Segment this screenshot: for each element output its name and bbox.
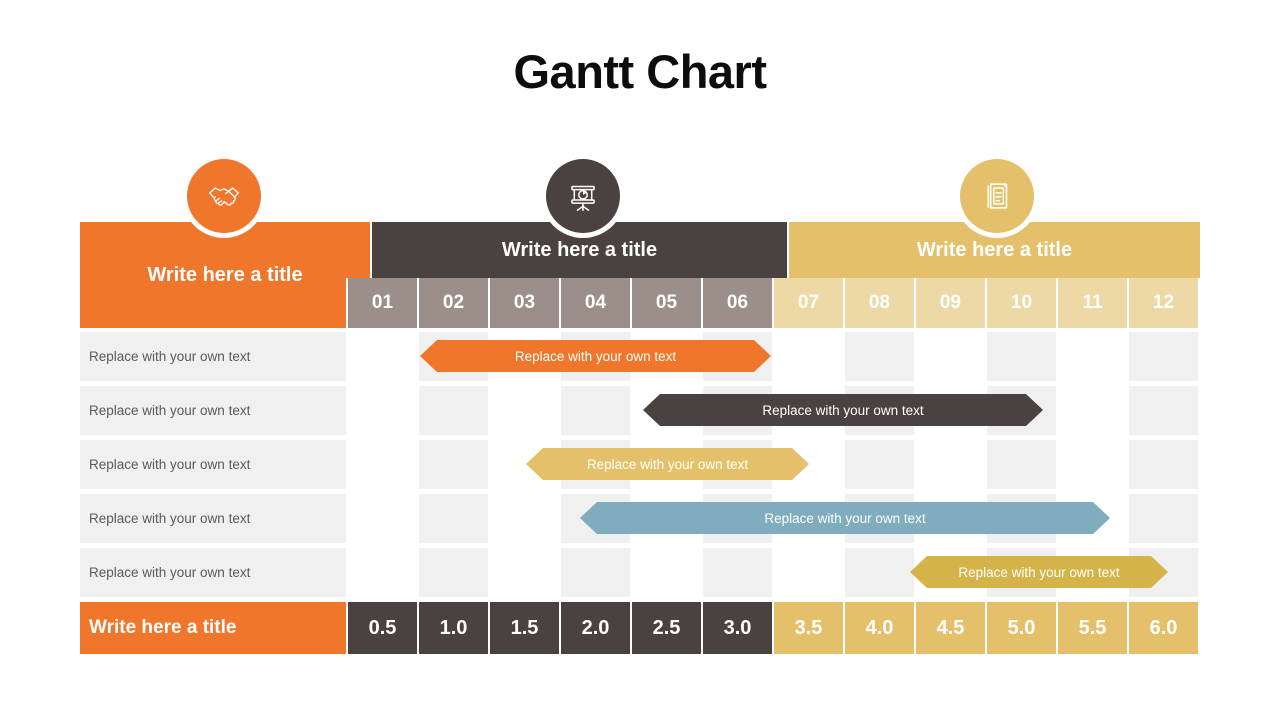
footer-cell-1.5[interactable]: 1.5: [490, 602, 559, 654]
timeline-cell[interactable]: [916, 440, 985, 489]
gantt-bar[interactable]: Replace with your own text: [643, 394, 1043, 426]
column-header-05[interactable]: 05: [632, 278, 701, 328]
timeline-cell[interactable]: [490, 548, 559, 597]
timeline-cell[interactable]: [774, 332, 843, 381]
footer-cell-2.5[interactable]: 2.5: [632, 602, 701, 654]
document-icon: [960, 159, 1034, 233]
timeline-cell[interactable]: [348, 494, 417, 543]
group-header-row: Write here a title Write here a title: [80, 222, 1200, 278]
column-header-08[interactable]: 08: [845, 278, 914, 328]
timeline-cell[interactable]: [1129, 386, 1198, 435]
task-label: Replace with your own text: [80, 332, 346, 381]
timeline-cell[interactable]: [348, 332, 417, 381]
column-header-10[interactable]: 10: [987, 278, 1056, 328]
timeline-cell[interactable]: [419, 386, 488, 435]
column-header-11[interactable]: 11: [1058, 278, 1127, 328]
handshake-icon: [187, 159, 261, 233]
column-header-02[interactable]: 02: [419, 278, 488, 328]
timeline-cell[interactable]: [561, 548, 630, 597]
footer-cell-1.0[interactable]: 1.0: [419, 602, 488, 654]
task-row: Replace with your own text Replace with y…: [80, 494, 1200, 543]
timeline-cell[interactable]: [1129, 494, 1198, 543]
timeline-cell[interactable]: [419, 494, 488, 543]
task-row: Replace with your own text Replace with y…: [80, 440, 1200, 489]
timeline-cell[interactable]: [490, 386, 559, 435]
timeline-cell[interactable]: [632, 548, 701, 597]
timeline-cell[interactable]: [703, 548, 772, 597]
timeline-cell[interactable]: [845, 440, 914, 489]
presentation-chart-icon: [546, 159, 620, 233]
gantt-table: Write here a title Write here a title Wr…: [80, 222, 1200, 654]
column-header-09[interactable]: 09: [916, 278, 985, 328]
gantt-bar[interactable]: Replace with your own text: [420, 340, 771, 372]
timeline-cell[interactable]: [419, 548, 488, 597]
footer-left-title: Write here a title: [80, 602, 346, 654]
footer-cell-3.5[interactable]: 3.5: [774, 602, 843, 654]
timeline-grid: Replace with your own text: [348, 440, 1200, 489]
timeline-grid: Replace with your own text: [348, 386, 1200, 435]
column-header-12[interactable]: 12: [1129, 278, 1198, 328]
column-header-07[interactable]: 07: [774, 278, 843, 328]
task-label: Replace with your own text: [80, 440, 346, 489]
timeline-grid: Replace with your own text: [348, 548, 1200, 597]
footer-cell-5.0[interactable]: 5.0: [987, 602, 1056, 654]
column-header-04[interactable]: 04: [561, 278, 630, 328]
timeline-grid: Replace with your own text: [348, 332, 1200, 381]
page-title: Gantt Chart: [513, 45, 768, 98]
footer-cell-5.5[interactable]: 5.5: [1058, 602, 1127, 654]
column-header-01[interactable]: 01: [348, 278, 417, 328]
timeline-cell[interactable]: [1129, 440, 1198, 489]
footer-cell-0.5[interactable]: 0.5: [348, 602, 417, 654]
footer-cell-4.5[interactable]: 4.5: [916, 602, 985, 654]
column-header-03[interactable]: 03: [490, 278, 559, 328]
task-row: Replace with your own text Replace with y…: [80, 332, 1200, 381]
left-header-block-lower: [80, 278, 346, 328]
footer-cell-4.0[interactable]: 4.0: [845, 602, 914, 654]
timeline-cell[interactable]: [490, 494, 559, 543]
task-label: Replace with your own text: [80, 386, 346, 435]
timeline-cell[interactable]: [1058, 332, 1127, 381]
timeline-cell[interactable]: [1058, 440, 1127, 489]
timeline-cell[interactable]: [348, 440, 417, 489]
timeline-cell[interactable]: [774, 548, 843, 597]
timeline-cell[interactable]: [1058, 386, 1127, 435]
timeline-cell[interactable]: [987, 440, 1056, 489]
timeline-cell[interactable]: [916, 332, 985, 381]
timeline-cell[interactable]: [561, 386, 630, 435]
column-header-06[interactable]: 06: [703, 278, 772, 328]
gantt-bar[interactable]: Replace with your own text: [526, 448, 809, 480]
timeline-cell[interactable]: [845, 332, 914, 381]
task-label: Replace with your own text: [80, 548, 346, 597]
task-label: Replace with your own text: [80, 494, 346, 543]
timeline-cell[interactable]: [845, 548, 914, 597]
timeline-cell[interactable]: [987, 332, 1056, 381]
timeline-cell[interactable]: [348, 548, 417, 597]
gantt-bar[interactable]: Replace with your own text: [580, 502, 1110, 534]
timeline-cell[interactable]: [348, 386, 417, 435]
footer-cell-2.0[interactable]: 2.0: [561, 602, 630, 654]
timeline-grid: Replace with your own text: [348, 494, 1200, 543]
footer-cell-3.0[interactable]: 3.0: [703, 602, 772, 654]
gantt-bar[interactable]: Replace with your own text: [910, 556, 1168, 588]
footer-cell-6.0[interactable]: 6.0: [1129, 602, 1198, 654]
task-row: Replace with your own text Replace with y…: [80, 386, 1200, 435]
task-row: Replace with your own text Replace with y…: [80, 548, 1200, 597]
timeline-cell[interactable]: [1129, 332, 1198, 381]
timeline-cell[interactable]: [419, 440, 488, 489]
